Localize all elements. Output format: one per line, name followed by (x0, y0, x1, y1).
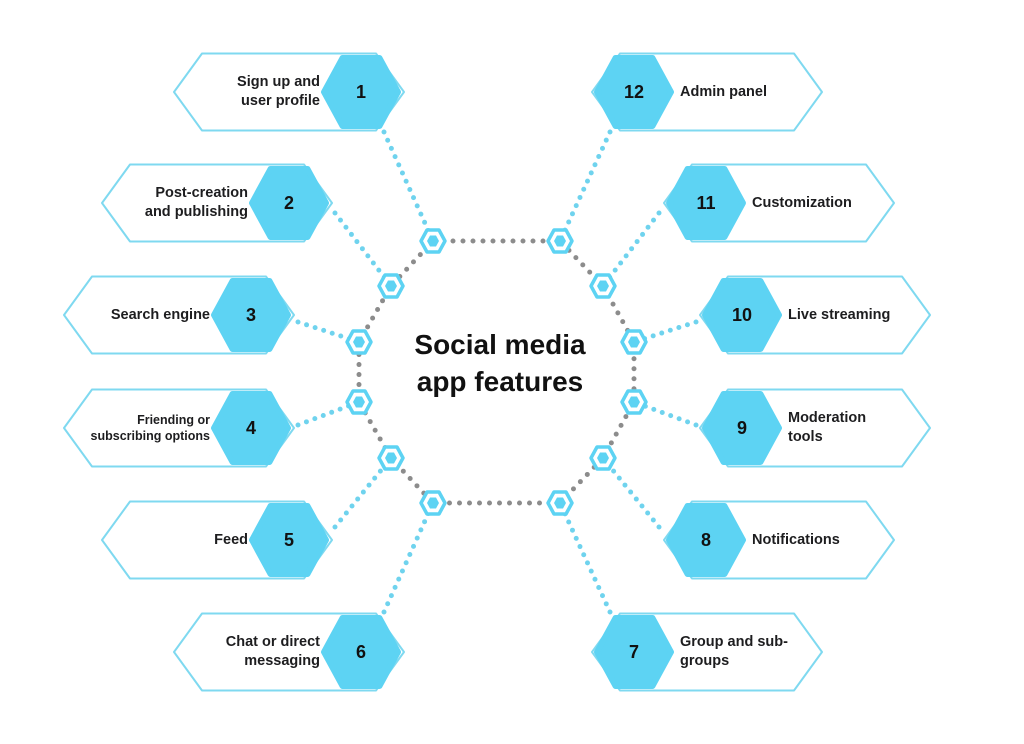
badge-hexagon (594, 55, 674, 129)
connector-11 (600, 210, 662, 289)
badge-hexagon (666, 166, 746, 240)
feature-number: 1 (355, 81, 366, 102)
feature-label: Sign up and user profile (237, 74, 320, 109)
node-hex-core (597, 452, 609, 464)
feature-card-10: 10 Live streaming (698, 275, 932, 355)
badge-hexagon (594, 615, 674, 689)
feature-number: 11 (696, 192, 716, 213)
feature-number: 2 (283, 192, 294, 213)
node-hex-core (628, 336, 640, 348)
node-hex-core (597, 280, 609, 292)
feature-card-7: 7 Group and sub- groups (590, 612, 824, 692)
connector-6 (381, 500, 436, 615)
connector-2 (332, 210, 394, 289)
feature-card-3: 3 Search engine (62, 275, 296, 355)
node-hex-core (427, 497, 439, 509)
feature-label: Friending or subscribing options (90, 413, 210, 443)
connector-8 (600, 455, 662, 530)
title-line-2: app features (416, 366, 584, 397)
badge-hexagon (321, 615, 401, 689)
badge-hexagon (249, 166, 329, 240)
connector-1 (381, 129, 436, 244)
badge-hexagon (211, 278, 291, 352)
feature-number: 12 (623, 81, 645, 102)
badge-hexagon (321, 55, 401, 129)
feature-label: Chat or direct messaging (225, 634, 320, 669)
feature-number: 6 (355, 641, 366, 662)
feature-card-12: 12 Admin panel (590, 52, 824, 132)
diagram-title: Social media app features (370, 326, 630, 400)
feature-label: Notifications (752, 531, 840, 548)
badge-hexagon (666, 503, 746, 577)
feature-card-5: 5 Feed (100, 500, 334, 580)
node-hex-core (554, 235, 566, 247)
node-hex-core (385, 452, 397, 464)
feature-label: Group and sub- groups (680, 634, 788, 669)
feature-card-9: 9 Moderation tools (698, 388, 932, 468)
feature-number: 5 (283, 529, 294, 550)
connector-7 (557, 500, 613, 615)
node-hex-core (353, 336, 365, 348)
node-hex-core (353, 396, 365, 408)
badge-hexagon (702, 391, 782, 465)
feature-label: Moderation tools (788, 410, 867, 445)
feature-label: Customization (752, 194, 852, 211)
node-hex-core (554, 497, 566, 509)
connector-5 (332, 455, 394, 530)
node-hex-core (385, 280, 397, 292)
feature-number: 9 (736, 417, 747, 438)
badge-hexagon (249, 503, 329, 577)
feature-card-1: 1 Sign up and user profile (172, 52, 406, 132)
feature-number: 8 (700, 529, 711, 550)
feature-label: Post-creation and publishing (144, 185, 248, 220)
badge-hexagon (211, 391, 291, 465)
feature-number: 3 (245, 304, 256, 325)
feature-label: Live streaming (788, 306, 891, 323)
node-hex-core (427, 235, 439, 247)
feature-card-2: 2 Post-creation and publishing (100, 163, 334, 243)
feature-card-11: 11 Customization (662, 163, 896, 243)
feature-number: 10 (731, 304, 753, 325)
feature-card-4: 4 Friending or subscribing options (62, 388, 296, 468)
feature-card-6: 6 Chat or direct messaging (172, 612, 406, 692)
node-hex-core (628, 396, 640, 408)
feature-label: Admin panel (680, 83, 768, 100)
connector-12 (557, 129, 613, 244)
badge-hexagon (702, 278, 782, 352)
feature-label: Search engine (110, 306, 210, 323)
feature-card-8: 8 Notifications (662, 500, 896, 580)
feature-number: 7 (628, 641, 639, 662)
feature-number: 4 (245, 417, 256, 438)
title-line-1: Social media (414, 329, 586, 360)
feature-label: Feed (214, 531, 248, 548)
